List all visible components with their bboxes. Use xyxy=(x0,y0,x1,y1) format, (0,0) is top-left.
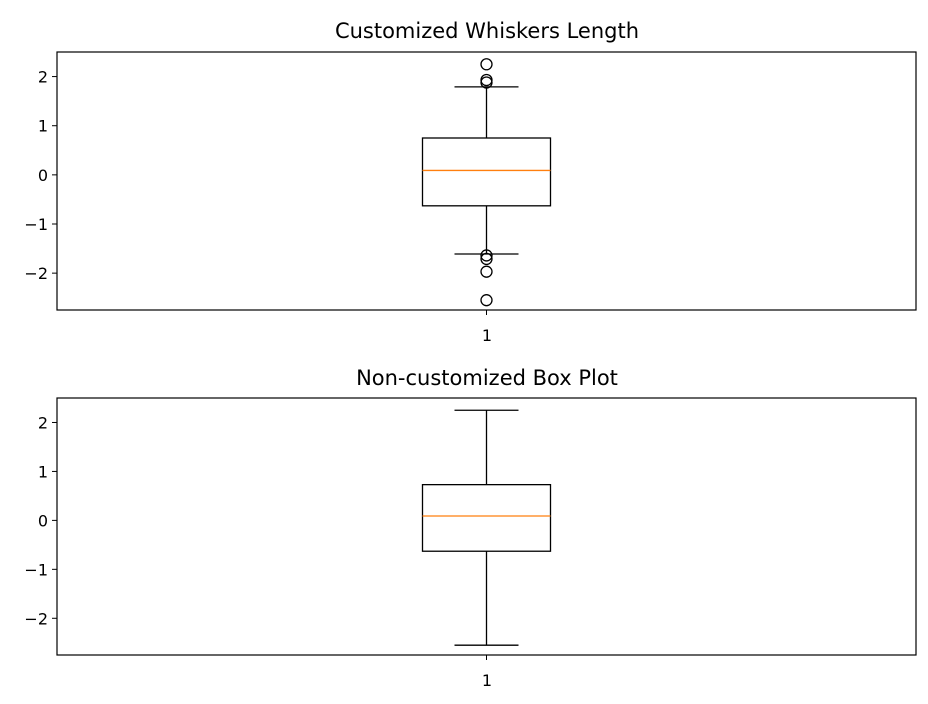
outlier-point xyxy=(480,265,493,278)
outlier-point xyxy=(480,252,493,266)
y-tick-label: −1 xyxy=(24,560,48,579)
x-tick-label: 1 xyxy=(482,326,492,345)
y-tick-label: 2 xyxy=(38,413,48,432)
y-tick-label: 0 xyxy=(38,511,48,530)
outlier-point xyxy=(480,294,493,307)
y-tick-label: −1 xyxy=(24,215,48,234)
y-tick-label: −2 xyxy=(24,609,48,628)
outlier-point xyxy=(480,58,493,71)
subplot-customized: Customized Whiskers Length −2 −1 0 1 2 1 xyxy=(24,19,917,345)
y-tick-label: 0 xyxy=(38,166,48,185)
y-tick-label: 1 xyxy=(38,117,48,136)
outlier-point xyxy=(480,249,493,262)
chart-title: Non-customized Box Plot xyxy=(356,366,618,390)
outlier-point xyxy=(480,76,493,89)
box xyxy=(421,137,552,207)
box xyxy=(421,483,552,552)
y-tick-label: 1 xyxy=(38,462,48,481)
plot-area: −2 −1 0 1 2 xyxy=(24,397,917,660)
outlier-point xyxy=(480,73,493,87)
x-tick-label: 1 xyxy=(482,671,492,690)
y-tick-label: −2 xyxy=(24,264,48,283)
subplot-non-customized: Non-customized Box Plot −2 −1 0 1 2 1 xyxy=(24,366,917,690)
chart-title: Customized Whiskers Length xyxy=(335,19,639,43)
plot-area: −2 −1 0 1 2 xyxy=(24,51,917,315)
y-tick-label: 2 xyxy=(38,68,48,87)
